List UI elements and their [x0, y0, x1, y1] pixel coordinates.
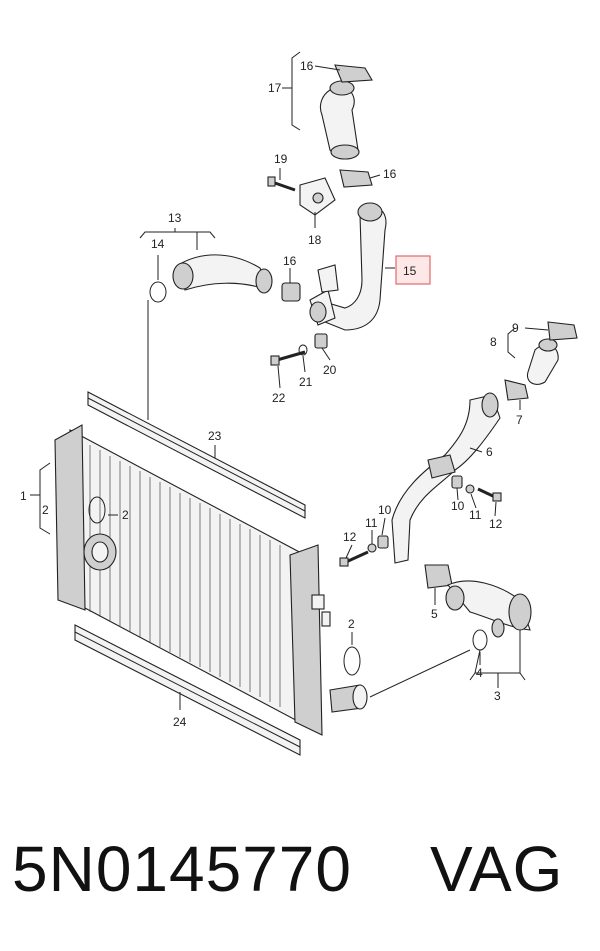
washer-21 [298, 344, 308, 356]
nut-20 [314, 333, 328, 349]
callout-17: 17 [268, 81, 282, 95]
callout-5: 5 [431, 607, 438, 621]
fasteners-right [451, 475, 502, 502]
callout-9: 9 [512, 321, 519, 335]
callout-2a: 2 [42, 503, 49, 517]
hose-3 [445, 580, 532, 651]
callout-16c: 16 [283, 254, 297, 268]
brand-text: VAG [430, 833, 564, 905]
callout-19: 19 [274, 152, 288, 166]
callout-3: 3 [494, 689, 501, 703]
part-number-text: 5N0145770 [12, 833, 352, 905]
bolt-19 [267, 176, 296, 192]
callout-10a: 10 [378, 503, 392, 517]
callout-15-highlight [395, 255, 431, 285]
fasteners-center [339, 535, 389, 567]
leader-lines [30, 51, 549, 710]
callout-22: 22 [272, 391, 286, 405]
callout-16a: 16 [300, 59, 314, 73]
charge-air-pipe-6 [391, 379, 529, 589]
callout-2c: 2 [348, 617, 355, 631]
callout-4: 4 [476, 666, 483, 680]
callout-2b: 2 [122, 508, 129, 522]
callout-15: 15 [403, 264, 417, 278]
callout-16b: 16 [383, 167, 397, 181]
callout-13: 13 [168, 211, 182, 225]
callout-10b: 10 [451, 499, 465, 513]
callout-12b: 12 [489, 517, 503, 531]
callout-14: 14 [151, 237, 165, 251]
charge-air-pipe-15 [309, 202, 387, 331]
callout-21: 21 [299, 375, 313, 389]
charge-air-hose-13 [149, 254, 301, 303]
callout-23: 23 [208, 429, 222, 443]
callout-12a: 12 [343, 530, 357, 544]
callout-labels: 1 2 2 2 3 4 5 6 7 8 9 10 10 11 11 12 12 … [20, 59, 523, 729]
callout-20: 20 [323, 363, 337, 377]
seal-strip-23 [87, 391, 306, 519]
exploded-parts-diagram: 1 2 2 2 3 4 5 6 7 8 9 10 10 11 11 12 12 … [20, 51, 578, 756]
callout-1: 1 [20, 489, 27, 503]
hose-17 [319, 64, 373, 188]
callout-8: 8 [490, 335, 497, 349]
callout-24: 24 [173, 715, 187, 729]
seal-strip-24 [74, 624, 301, 756]
intercooler [54, 424, 368, 736]
sensor-18 [299, 177, 336, 216]
callout-11a: 11 [365, 516, 378, 530]
callout-6: 6 [486, 445, 493, 459]
hose-8 [526, 321, 578, 385]
callout-7: 7 [516, 413, 523, 427]
callout-18: 18 [308, 233, 322, 247]
callout-11b: 11 [469, 508, 482, 522]
